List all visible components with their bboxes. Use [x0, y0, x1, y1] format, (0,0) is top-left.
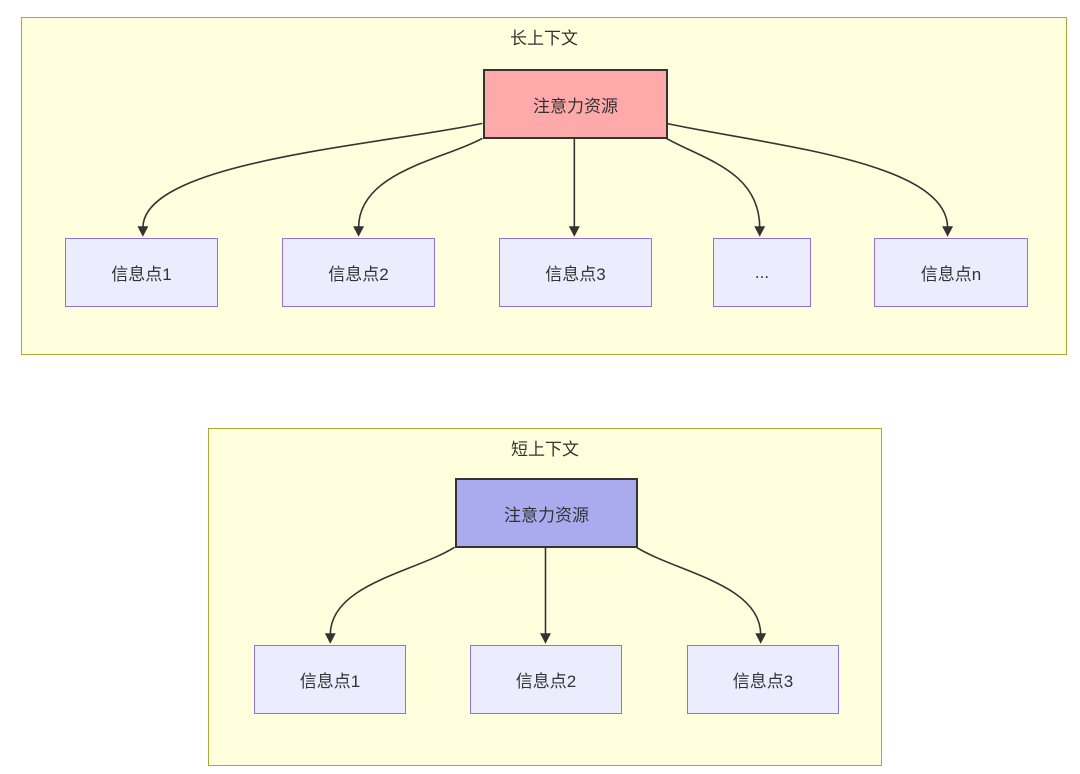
attention-node-long: 注意力资源 [483, 69, 668, 139]
arrowhead-icon [353, 226, 365, 237]
info-node-label: 信息点2 [328, 265, 389, 284]
info-node-label: ... [754, 262, 770, 282]
attention-node-short: 注意力资源 [455, 478, 638, 548]
edge-to-info-ellipsis [665, 137, 761, 228]
info-node-label: 信息点n [920, 265, 982, 284]
edge-to-info-n [666, 122, 949, 228]
arrowhead-icon [540, 633, 551, 644]
info-node-label: 信息点2 [515, 672, 577, 691]
info-node-label: 信息点3 [732, 672, 794, 691]
short-context-title: 短上下文 [511, 440, 579, 459]
info-node-label: 信息点3 [545, 265, 606, 284]
info-node-short-1: 信息点1 [254, 645, 406, 714]
edge-to-info-1 [142, 122, 483, 228]
arrowhead-icon [137, 226, 149, 237]
info-node-label: 信息点1 [299, 672, 361, 691]
arrowhead-icon [755, 633, 767, 644]
info-node-long-ellipsis: ... [713, 238, 811, 307]
short-context-panel: 短上下文 注意力资源 信息点1 信息点2 信息点3 [208, 428, 882, 766]
short-context-edges [324, 546, 767, 644]
edge-to-info-2 [357, 137, 483, 228]
info-node-long-2: 信息点2 [282, 238, 435, 307]
info-node-long-n: 信息点n [874, 238, 1028, 307]
edge-to-info-1 [329, 546, 455, 635]
edge-to-info-3 [636, 546, 762, 635]
long-context-edges [137, 122, 954, 237]
arrowhead-icon [568, 226, 580, 237]
long-context-title: 长上下文 [510, 29, 578, 48]
arrowhead-icon [754, 226, 766, 237]
arrowhead-icon [942, 226, 954, 237]
info-node-long-3: 信息点3 [499, 238, 652, 307]
arrowhead-icon [324, 633, 336, 644]
long-context-panel: 长上下文 注意力资源 信息点1 信息点2 信息点3 ... 信息点n [21, 17, 1067, 355]
info-node-label: 信息点1 [111, 265, 172, 284]
attention-node-long-label: 注意力资源 [533, 96, 618, 116]
info-node-long-1: 信息点1 [65, 238, 218, 307]
info-node-short-2: 信息点2 [470, 645, 622, 714]
attention-node-short-label: 注意力资源 [504, 505, 589, 525]
info-node-short-3: 信息点3 [687, 645, 839, 714]
